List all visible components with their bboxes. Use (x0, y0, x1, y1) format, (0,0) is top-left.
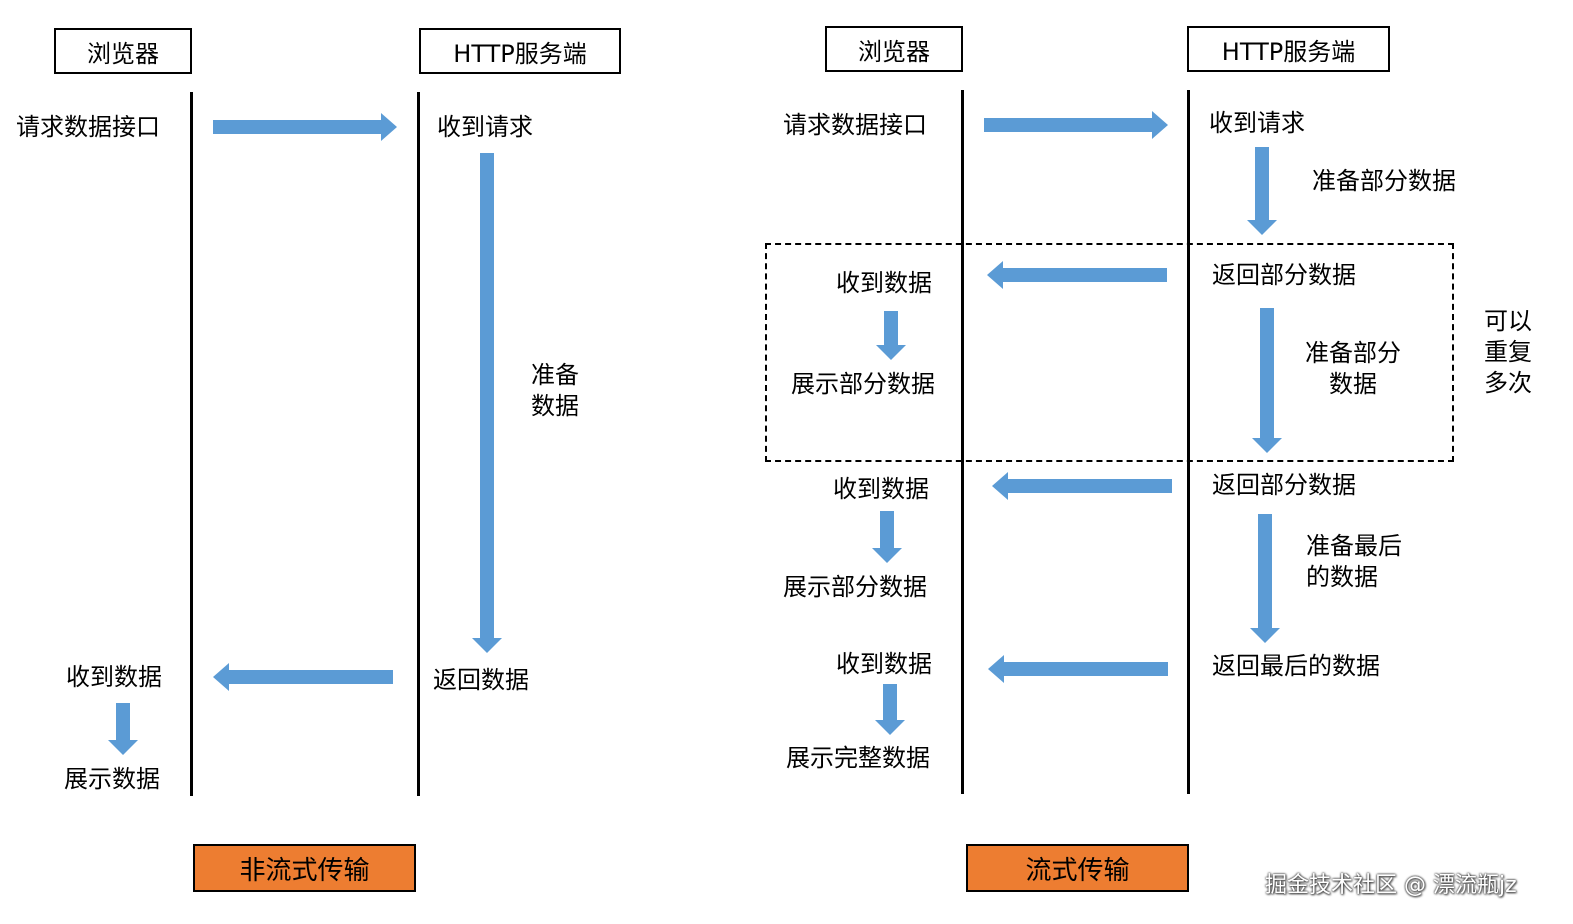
left-server-box: HTTP服务端 (419, 28, 621, 74)
left-return-data-label: 返回数据 (433, 666, 529, 694)
right-prepare-last-label: 准备最后 的数据 (1306, 532, 1402, 591)
left-browser-label: 浏览器 (87, 39, 159, 68)
right-server-label: HTTP服务端 (1221, 37, 1356, 66)
right-return-partial-2-label: 返回部分数据 (1212, 471, 1356, 499)
right-request-arrow (984, 111, 1168, 139)
right-show-partial-2-label: 展示部分数据 (783, 573, 927, 601)
right-show-1-arrow (876, 311, 906, 360)
right-return-last-label: 返回最后的数据 (1212, 652, 1380, 680)
right-prepare-partial-2-label: 准备部分 数据 (1305, 339, 1401, 398)
right-server-box: HTTP服务端 (1187, 26, 1390, 72)
right-prepare-partial-1-label: 准备部分数据 (1312, 167, 1456, 195)
right-prepare-2-arrow (1252, 308, 1282, 453)
watermark: 掘金技术社区 @ 漂流瓶jz (1265, 873, 1517, 898)
right-caption-box: 流式传输 (966, 844, 1189, 892)
right-request-label: 请求数据接口 (783, 111, 927, 139)
right-show-2-arrow (872, 511, 902, 563)
left-return-arrow (213, 663, 393, 691)
repeat-region (765, 243, 1454, 462)
left-request-arrow (213, 113, 397, 141)
right-return-1-arrow (987, 261, 1167, 289)
left-server-label: HTTP服务端 (453, 39, 587, 68)
right-show-3-arrow (875, 684, 905, 735)
right-return-partial-1-label: 返回部分数据 (1212, 261, 1356, 289)
right-received-data-3-label: 收到数据 (836, 650, 932, 678)
left-show-data-label: 展示数据 (64, 765, 160, 793)
right-show-partial-1-label: 展示部分数据 (791, 370, 935, 398)
left-browser-lifeline (190, 92, 193, 796)
right-browser-lifeline (961, 90, 964, 794)
right-prepare-last-arrow (1250, 514, 1280, 643)
right-server-lifeline (1187, 90, 1190, 794)
left-request-label: 请求数据接口 (16, 113, 160, 141)
left-received-request-label: 收到请求 (437, 113, 533, 141)
right-received-data-2-label: 收到数据 (833, 475, 929, 503)
right-prepare-1-arrow (1247, 147, 1277, 235)
right-browser-box: 浏览器 (825, 26, 963, 72)
right-caption-label: 流式传输 (1025, 855, 1130, 886)
left-prepare-data-label: 准备 数据 (531, 361, 579, 420)
right-return-2-arrow (992, 472, 1172, 500)
left-received-data-label: 收到数据 (66, 663, 162, 691)
left-prepare-arrow (472, 153, 502, 653)
left-show-arrow (108, 703, 138, 755)
left-caption-label: 非流式传输 (239, 855, 370, 886)
right-received-data-1-label: 收到数据 (836, 269, 932, 297)
left-caption-box: 非流式传输 (193, 844, 416, 892)
right-return-last-arrow (988, 655, 1168, 683)
left-browser-box: 浏览器 (54, 28, 192, 74)
repeat-note-label: 可以 重复 多次 (1484, 307, 1532, 397)
right-browser-label: 浏览器 (858, 37, 930, 66)
right-received-request-label: 收到请求 (1209, 109, 1305, 137)
right-show-complete-label: 展示完整数据 (786, 744, 930, 772)
left-server-lifeline (417, 92, 420, 796)
